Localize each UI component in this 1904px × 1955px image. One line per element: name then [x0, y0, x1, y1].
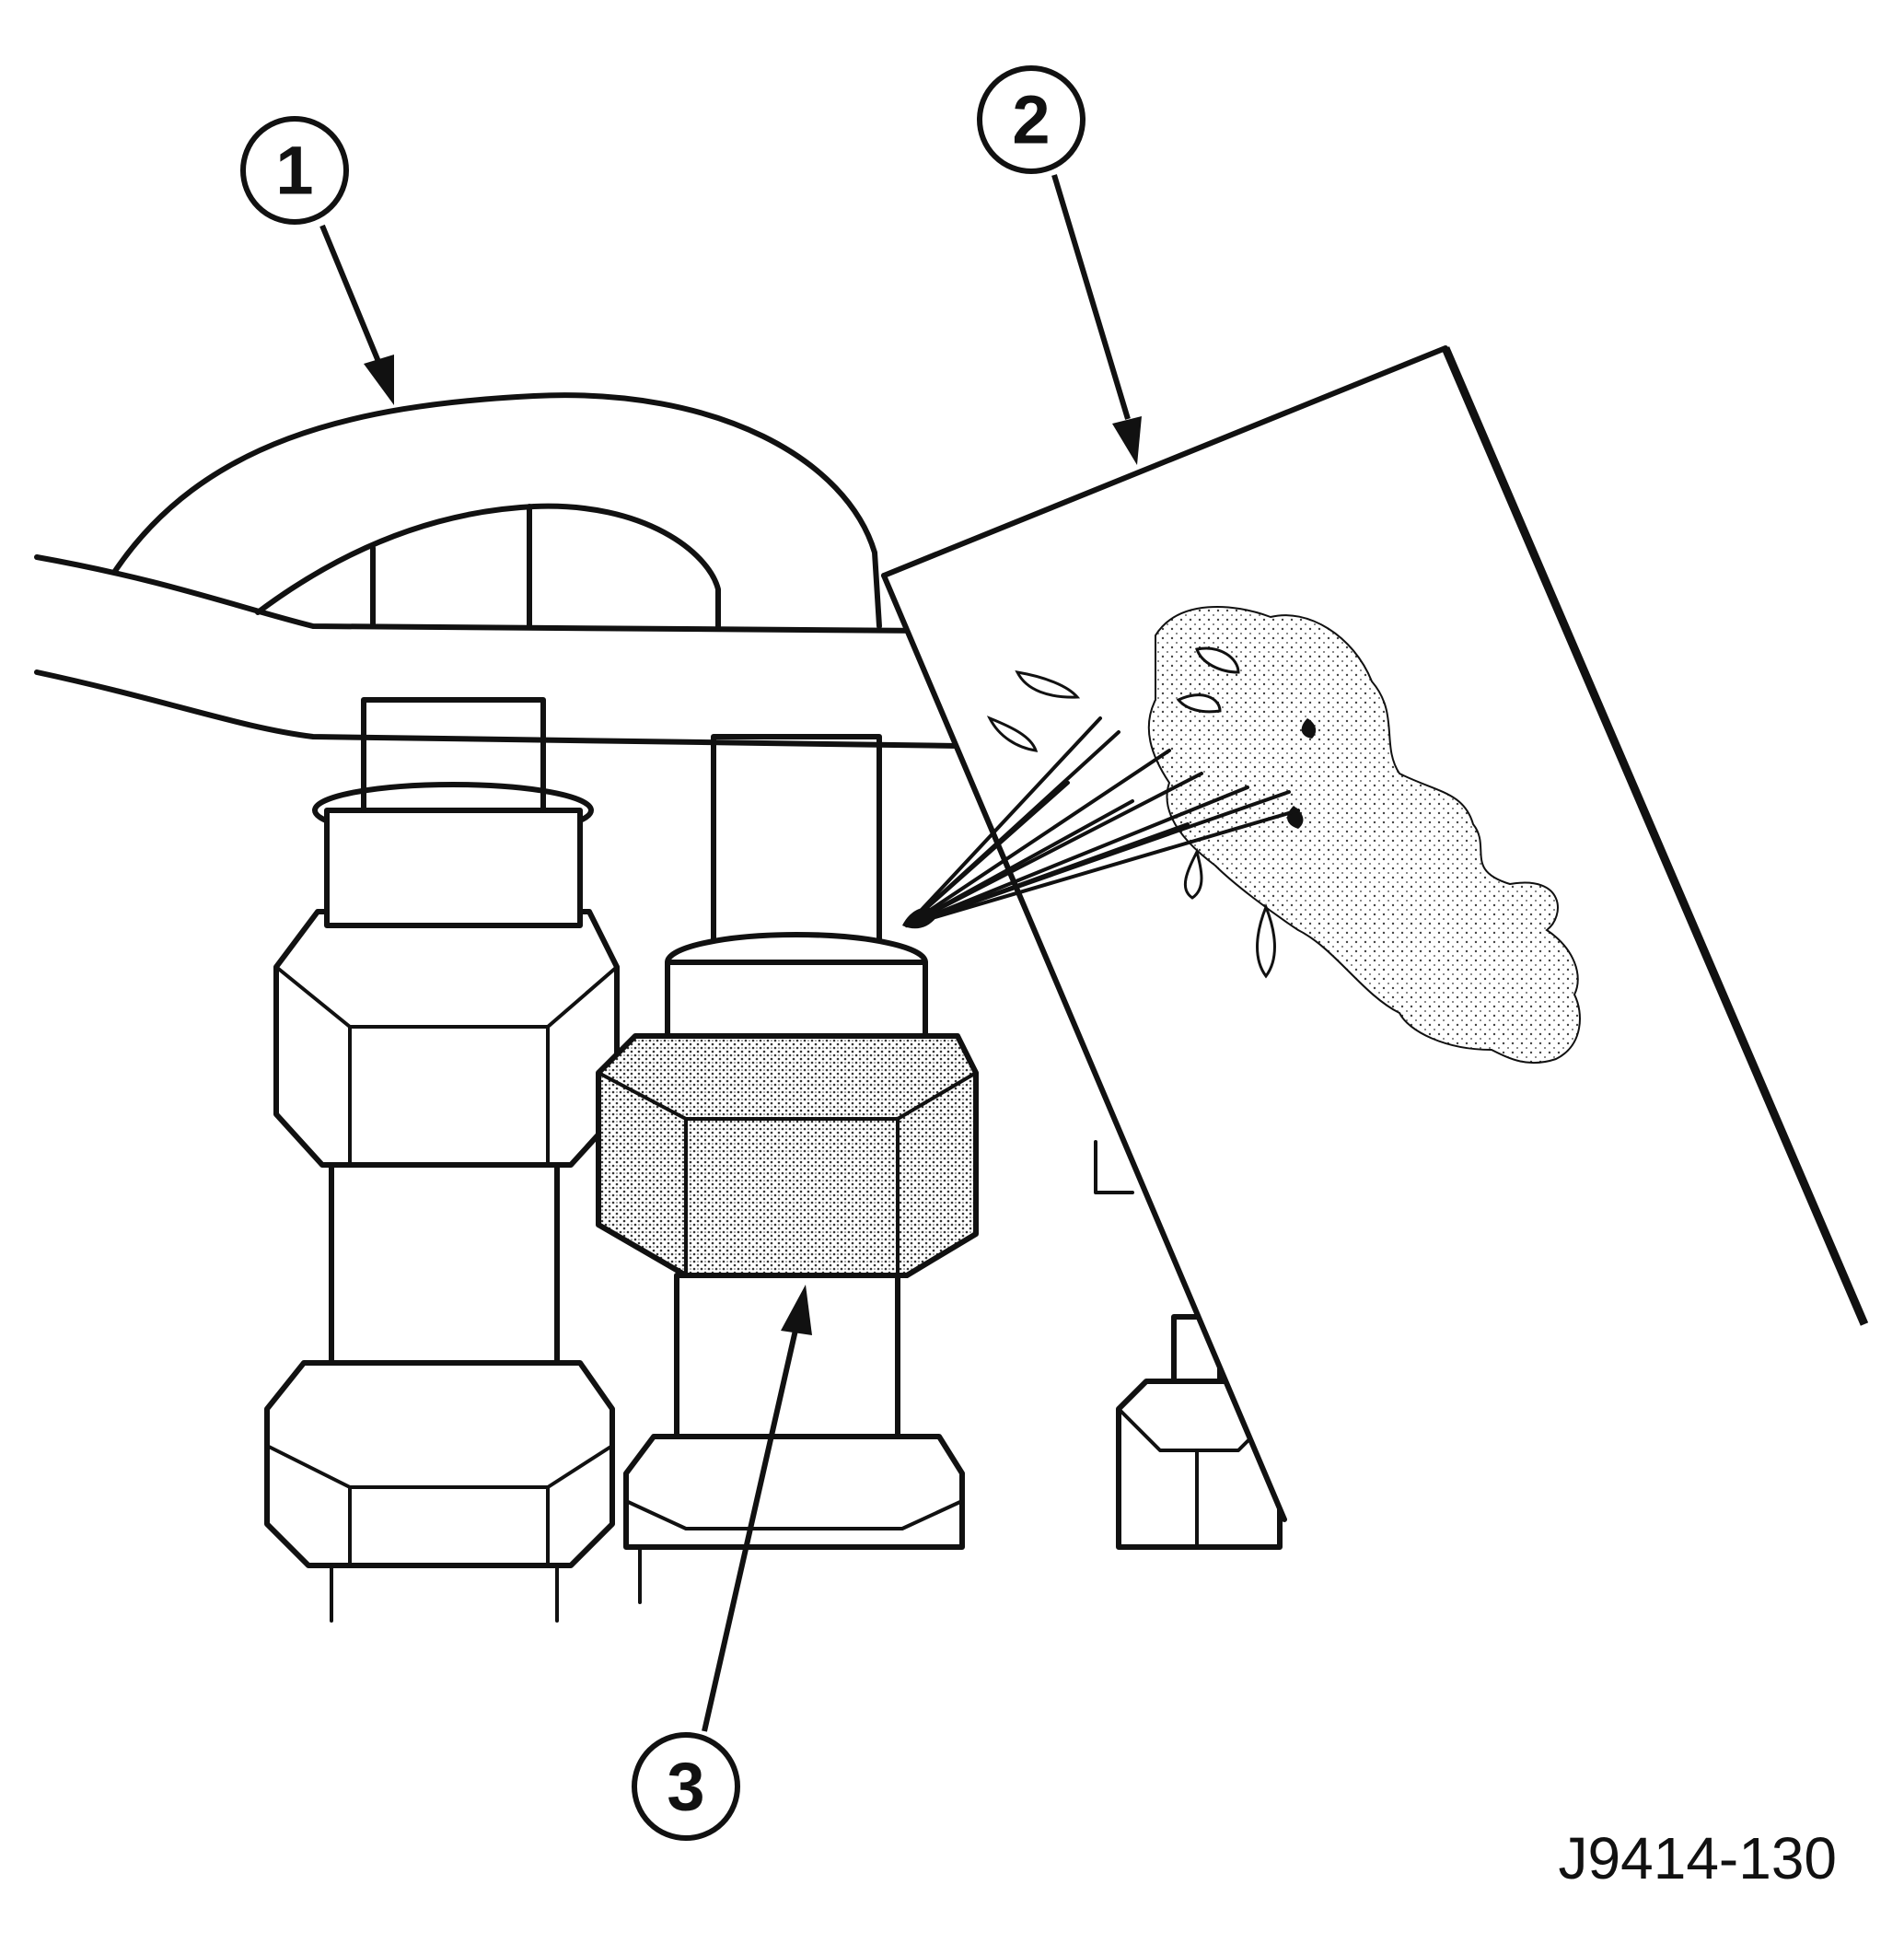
- figure-id: J9414-130: [1559, 1825, 1837, 1891]
- callout-3-label: 3: [667, 1749, 704, 1825]
- callout-1-label: 1: [275, 133, 313, 209]
- callout-3: 3: [632, 1285, 812, 1841]
- fuel-spray-stain: [986, 606, 1581, 1065]
- callout-2-label: 2: [1012, 82, 1050, 158]
- leaking-fuel-fitting: [596, 734, 979, 1604]
- callout-2: 2: [977, 65, 1142, 465]
- fuel-line: [34, 392, 960, 933]
- callout-1: 1: [240, 116, 394, 405]
- left-fuel-fitting: [264, 697, 620, 1623]
- fuel-spray-jet: [902, 716, 1300, 929]
